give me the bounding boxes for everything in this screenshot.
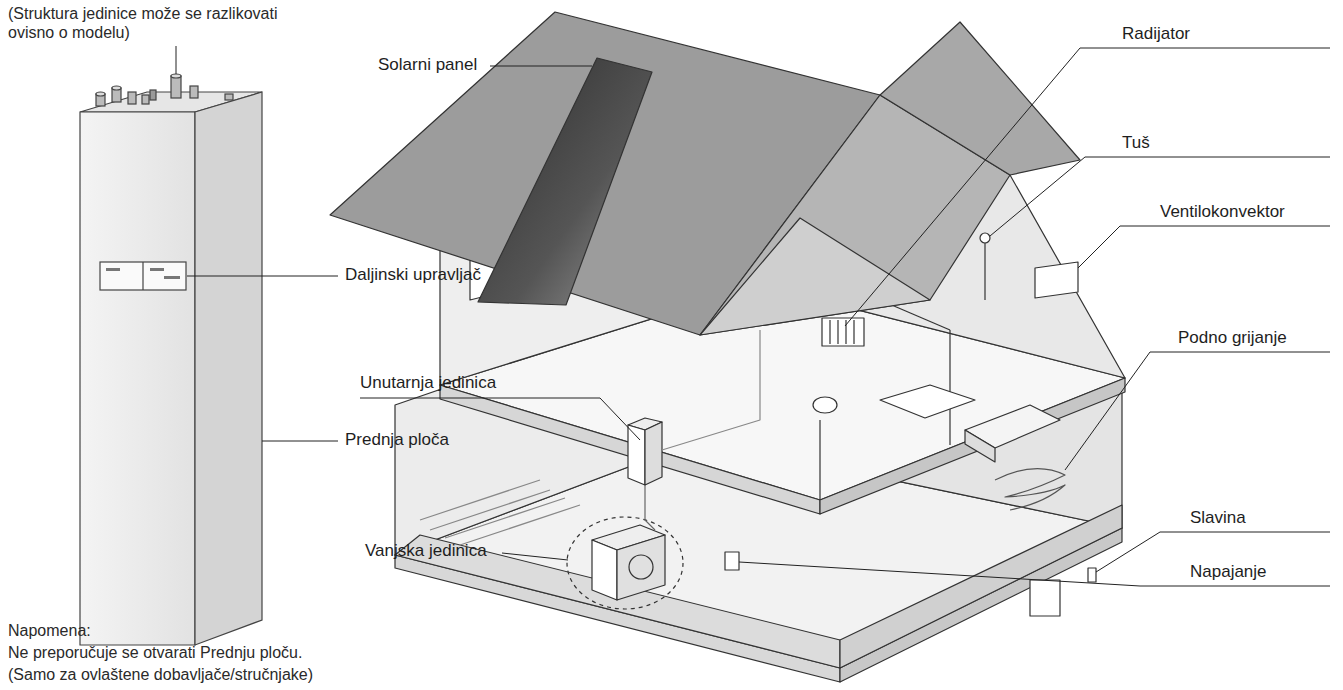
part-label: Solarni panel	[378, 55, 477, 75]
house-cutaway	[330, 12, 1125, 682]
part-label: Ventilokonvektor	[1160, 202, 1285, 222]
note-text: Ne preporučuje se otvarati Prednju ploču…	[8, 643, 302, 662]
part-label: Unutarnja jedinica	[360, 373, 496, 393]
note-heading: Napomena:	[8, 621, 91, 640]
part-label: Prednja ploča	[345, 430, 449, 450]
part-label: Napajanje	[1190, 562, 1267, 582]
part-label: Podno grijanje	[1178, 328, 1287, 348]
indoor-unit-figure	[80, 74, 262, 645]
model-note: (Struktura jedinice može se razlikovati …	[8, 4, 318, 42]
note-text: (Samo za ovlaštene dobavljače/stručnjake…	[8, 665, 313, 684]
leader-lines	[176, 46, 1330, 586]
part-label: Tuš	[1122, 133, 1150, 153]
part-label: Radijator	[1122, 24, 1190, 44]
part-label: Vanjska jedinica	[365, 541, 487, 561]
part-label: Slavina	[1190, 508, 1246, 528]
part-label: Daljinski upravljač	[345, 265, 481, 285]
